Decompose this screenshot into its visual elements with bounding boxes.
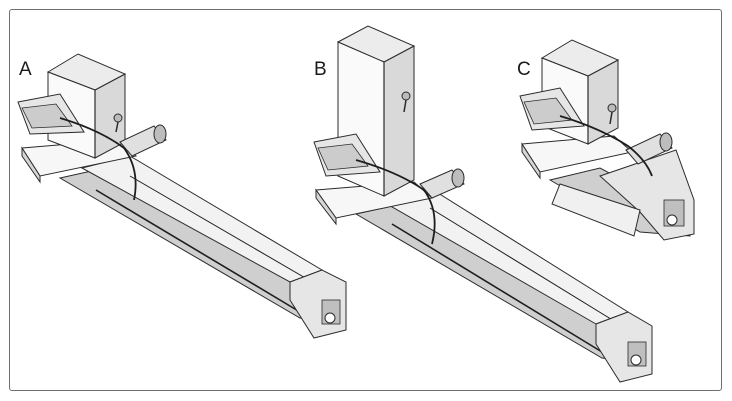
panel-c-actuator [625,132,673,165]
panel-c-platform [521,135,634,173]
panel-c-lockbox [519,39,620,145]
panel-a-actuator [119,124,167,157]
panel-a-lockbox [17,53,126,159]
panel-b-actuator [419,168,465,199]
panel-b-lockbox [313,25,416,197]
panel-label-a: A [19,59,32,80]
panel-a-rail-top [80,155,324,283]
panel-b-drawing [313,25,653,383]
panel-c-drawing [519,39,695,241]
panel-a-drawing [17,53,347,339]
panel-label-c: C [517,59,531,80]
panel-label-b: B [314,59,327,80]
